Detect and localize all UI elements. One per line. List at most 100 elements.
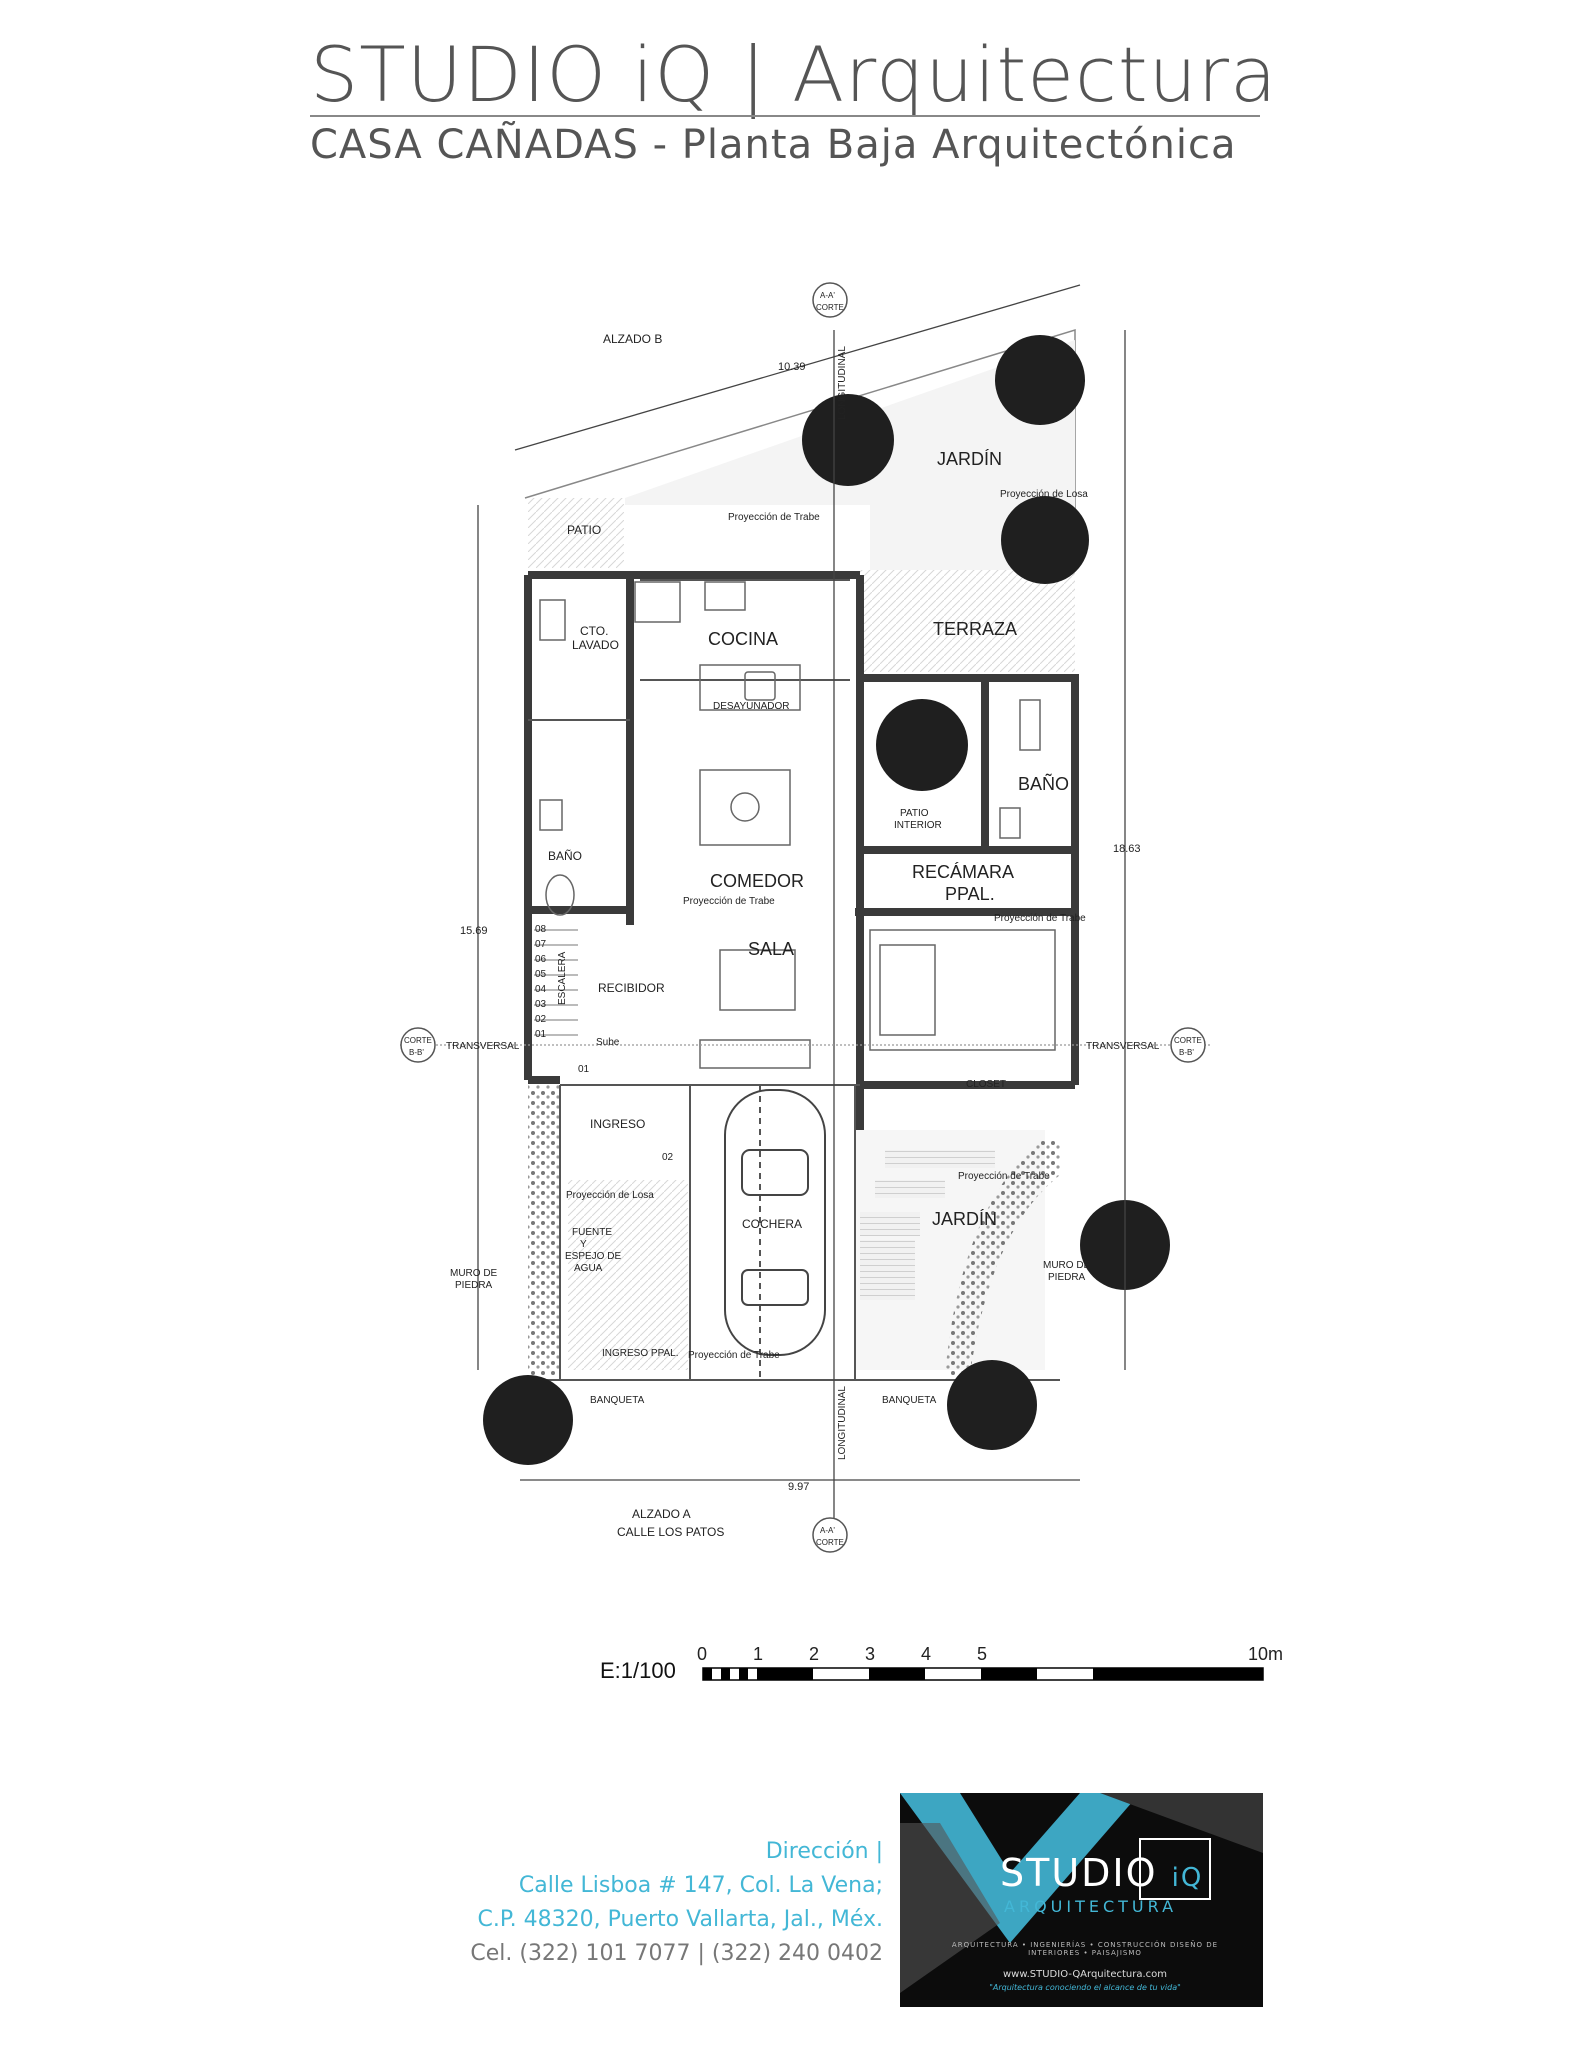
banqueta-left-label: BANQUETA	[590, 1395, 645, 1406]
ingreso-ppal-label: INGRESO PPAL.	[602, 1348, 679, 1359]
scale-tick-1: 1	[753, 1644, 763, 1664]
terraza-paving	[860, 570, 1075, 672]
address-label: Dirección |	[765, 1839, 883, 1864]
room-cto-lavado-2: LAVADO	[572, 638, 619, 652]
note-proy-trabe-jardin: Proyección de Trabe	[958, 1171, 1050, 1182]
fuente-label-1: FUENTE	[572, 1227, 612, 1238]
card-services: ARQUITECTURA • INGENIERÍAS • CONSTRUCCIÓ…	[951, 1941, 1219, 1957]
muro-left-label-2: PIEDRA	[455, 1280, 493, 1291]
fuente-label-3: ESPEJO DE	[565, 1251, 621, 1262]
room-recibidor: RECIBIDOR	[598, 981, 665, 995]
page-subtitle: CASA CAÑADAS - Planta Baja Arquitectónic…	[310, 122, 1237, 168]
room-closet: CLOSET	[966, 1079, 1006, 1090]
room-patio-interior-2: INTERIOR	[894, 820, 942, 831]
patio-paving	[528, 498, 624, 568]
stair-number: 04	[535, 984, 547, 995]
transversal-label-left: TRANSVERSAL	[446, 1041, 520, 1052]
fuente-label-4: AGUA	[574, 1263, 603, 1274]
corte-aa-bottom-1: A-A'	[820, 1526, 835, 1535]
address-block: Dirección | Calle Lisboa # 147, Col. La …	[470, 1835, 883, 1971]
business-card: STUDIO iQ ARQUITECTURA ARQUITECTURA • IN…	[900, 1793, 1263, 2007]
corte-aa-bottom-2: CORTE	[816, 1538, 844, 1547]
room-bano: BAÑO	[1018, 773, 1069, 794]
address-line-2: C.P. 48320, Puerto Vallarta, Jal., Méx.	[477, 1907, 883, 1932]
corte-aa-top-1: A-A'	[820, 291, 835, 300]
stair-number: 06	[535, 954, 547, 965]
note-proy-trabe-top: Proyección de Trabe	[728, 512, 820, 523]
street-label: CALLE LOS PATOS	[617, 1525, 724, 1539]
card-graphic	[900, 1793, 1263, 1993]
transversal-label-right: TRANSVERSAL	[1086, 1041, 1160, 1052]
room-sala: SALA	[748, 939, 794, 959]
scale-tick-10: 10m	[1248, 1644, 1283, 1664]
note-proy-losa-bottom: Proyección de Losa	[566, 1190, 654, 1201]
room-patio-interior-1: PATIO	[900, 808, 929, 819]
stair-number: 01	[578, 1064, 590, 1075]
room-cto-lavado-1: CTO.	[580, 624, 608, 638]
room-desayunador: DESAYUNADOR	[713, 701, 790, 712]
card-slogan: "Arquitectura conociendo el alcance de t…	[989, 1983, 1181, 1992]
note-proy-losa-top: Proyección de Losa	[1000, 489, 1088, 500]
dimension-right: 18.63	[1113, 843, 1141, 855]
room-comedor: COMEDOR	[710, 871, 804, 891]
page-title: STUDIO iQ | Arquitectura	[310, 30, 1278, 119]
corte-bb-left-1: CORTE	[404, 1036, 432, 1045]
scale-bar: 0 1 2 3 4 5 10m	[697, 1644, 1283, 1681]
room-escalera: ESCALERA	[557, 951, 568, 1005]
dimension-top: 10.39	[778, 361, 806, 373]
fuente-label-2: Y	[580, 1239, 587, 1250]
stone-wall-left	[528, 1085, 560, 1375]
scale-tick-5: 5	[977, 1644, 987, 1664]
scale-tick-3: 3	[865, 1644, 875, 1664]
dimension-left: 15.69	[460, 925, 488, 937]
deck-4	[860, 1240, 915, 1300]
furniture	[539, 581, 1056, 1069]
banqueta-right-label: BANQUETA	[882, 1395, 937, 1406]
dimension-lines	[400, 284, 1210, 1525]
room-medio-bano: BAÑO	[548, 849, 582, 863]
corte-bb-left-2: B-B'	[409, 1048, 424, 1057]
room-cocina: COCINA	[708, 629, 778, 649]
section-markers	[400, 282, 1206, 1553]
room-jardin-bottom: JARDÍN	[932, 1209, 997, 1229]
room-patio: PATIO	[567, 523, 601, 537]
tree-icon	[995, 335, 1085, 425]
scale-tick-2: 2	[809, 1644, 819, 1664]
dimension-bottom: 9.97	[788, 1481, 809, 1493]
stair-number: 03	[535, 999, 547, 1010]
tree-icon	[483, 1375, 573, 1465]
stair-numbers: 08 07 06 05 04 03 02 01 01 02	[535, 924, 674, 1163]
alzado-a-label: ALZADO A	[632, 1507, 691, 1521]
scale-label: E:1/100	[600, 1658, 676, 1683]
card-brand: STUDIO iQ	[1000, 1851, 1204, 1895]
note-proy-trabe-recamara: Proyección de Trabe	[994, 913, 1086, 924]
stair-number: 02	[535, 1014, 547, 1025]
address-phone: Cel. (322) 101 7077 | (322) 240 0402	[470, 1941, 883, 1966]
tree-icon	[1001, 496, 1089, 584]
title-divider	[310, 115, 1260, 117]
tree-icon	[802, 394, 894, 486]
deck-1	[885, 1150, 995, 1168]
card-website: www.STUDIO-QArquitectura.com	[1002, 1969, 1168, 1980]
corte-bb-right-1: CORTE	[1174, 1036, 1202, 1045]
stair-number: 02	[662, 1152, 674, 1163]
stair-number: 07	[535, 939, 547, 950]
room-recamara-2: PPAL.	[945, 884, 995, 904]
card-subtitle: ARQUITECTURA	[1004, 1897, 1178, 1916]
alzado-b-label: ALZADO B	[603, 332, 662, 346]
deck-2	[875, 1180, 945, 1198]
room-jardin-top: JARDÍN	[937, 449, 1002, 469]
scale-tick-4: 4	[921, 1644, 931, 1664]
room-cochera: COCHERA	[742, 1217, 802, 1231]
longitudinal-label-top: LONGITUDINAL	[837, 346, 848, 420]
note-proy-trabe-comedor: Proyección de Trabe	[683, 896, 775, 907]
stair-number: 05	[535, 969, 547, 980]
room-terraza: TERRAZA	[933, 619, 1017, 639]
tree-icon	[876, 699, 968, 791]
walls	[524, 571, 1079, 1130]
stair-number: 01	[535, 1029, 547, 1040]
fuente-paving	[568, 1180, 688, 1370]
corte-aa-top-2: CORTE	[816, 303, 844, 312]
room-recamara-1: RECÁMARA	[912, 862, 1014, 882]
